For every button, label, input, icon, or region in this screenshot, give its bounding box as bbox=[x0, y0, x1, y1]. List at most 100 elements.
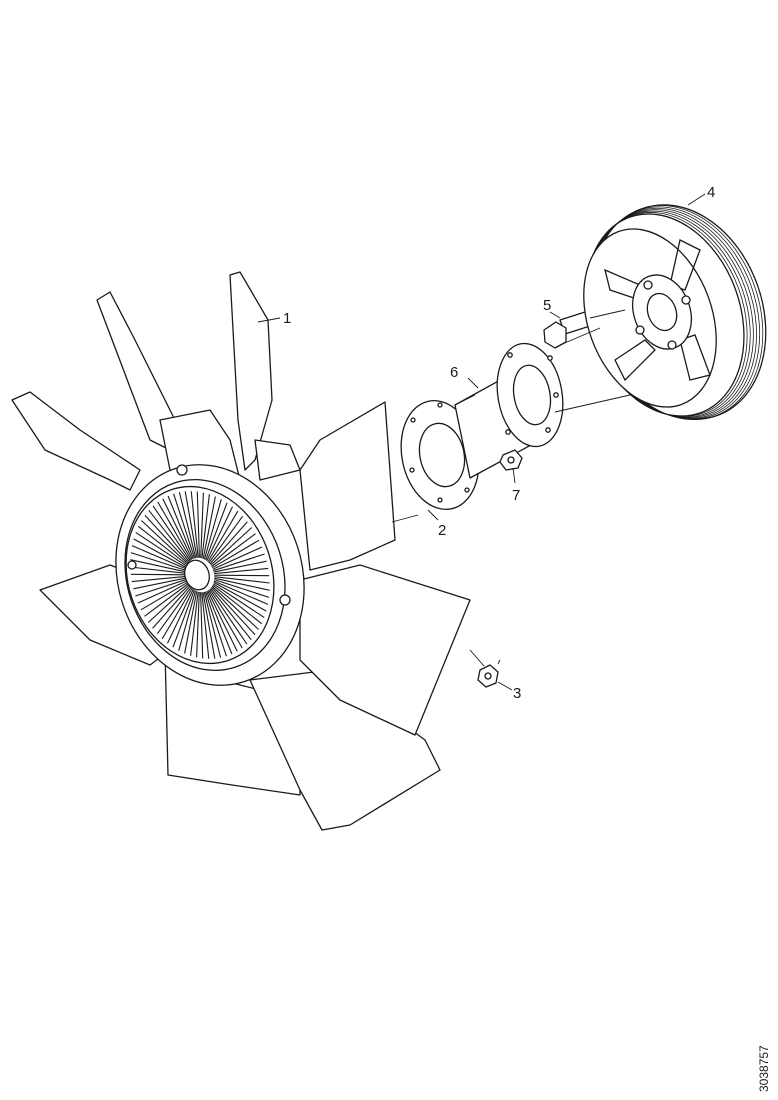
fan-bracket bbox=[254, 439, 301, 481]
clutch-fin bbox=[213, 553, 265, 572]
fan-assembly bbox=[11, 271, 471, 831]
clutch-fin bbox=[208, 515, 244, 564]
clutch-fin bbox=[213, 581, 267, 612]
clutch-fin bbox=[137, 525, 188, 566]
clutch-fin bbox=[201, 592, 210, 659]
clutch-fin bbox=[137, 580, 188, 604]
clutch-fin bbox=[196, 491, 200, 558]
clutch-fin bbox=[204, 591, 227, 657]
clutch-fin bbox=[208, 589, 243, 649]
hub-bolt-hole bbox=[176, 464, 188, 476]
callout-5: 5 bbox=[543, 297, 551, 314]
clutch-fin bbox=[144, 514, 190, 564]
fan-blade bbox=[11, 391, 141, 491]
fan-blade bbox=[299, 401, 396, 571]
clutch-fin bbox=[161, 587, 193, 640]
clutch-fin bbox=[172, 589, 195, 648]
bolt bbox=[543, 311, 591, 349]
clutch-fin bbox=[130, 566, 186, 574]
clutch-fin bbox=[206, 591, 233, 655]
clutch-fin bbox=[212, 583, 265, 619]
clutch-fin bbox=[200, 492, 204, 559]
clutch-fin bbox=[211, 533, 256, 567]
clutch-fin bbox=[196, 591, 200, 658]
clutch-fin bbox=[147, 584, 190, 623]
clutch-fin bbox=[152, 585, 191, 629]
nut bbox=[499, 449, 523, 471]
hub-bolt-hole bbox=[279, 594, 291, 606]
clutch-fin bbox=[157, 501, 192, 561]
clutch-fin bbox=[130, 552, 186, 571]
callout-1: 1 bbox=[283, 310, 291, 327]
clutch-fin bbox=[202, 496, 216, 559]
assembly-lines bbox=[391, 309, 631, 667]
fan-blade bbox=[229, 271, 273, 471]
clutch-fin bbox=[210, 527, 253, 566]
clutch-fin bbox=[178, 590, 197, 651]
clutch-fin bbox=[131, 575, 186, 583]
clutch-fin bbox=[152, 505, 191, 562]
clutch-fin bbox=[130, 559, 186, 573]
clutch-fins bbox=[130, 491, 270, 659]
clutch-fin bbox=[156, 586, 192, 635]
reference-code: 3038757 bbox=[757, 1045, 771, 1092]
leader-lines bbox=[257, 193, 706, 691]
clutch-fin bbox=[210, 586, 256, 636]
clutch-fin bbox=[214, 576, 270, 584]
clutch-fin bbox=[214, 577, 270, 591]
clutch-fin bbox=[203, 591, 222, 658]
clutch-fin bbox=[205, 502, 228, 561]
clutch-fin bbox=[190, 491, 199, 558]
fan-hub-ring-inner bbox=[124, 479, 286, 671]
clutch-fin bbox=[148, 509, 190, 563]
clutch-fin bbox=[184, 491, 198, 558]
clutch-fin bbox=[214, 567, 269, 575]
clutch-fin bbox=[206, 506, 233, 562]
lock-nut bbox=[477, 664, 499, 688]
clutch-fin bbox=[211, 539, 260, 569]
clutch-fin bbox=[184, 591, 198, 654]
clutch-fin bbox=[162, 498, 193, 560]
clutch-fin bbox=[178, 492, 197, 559]
clutch-fin bbox=[131, 545, 187, 570]
callout-labels: 1 2 3 4 5 6 7 bbox=[283, 184, 715, 702]
callout-4: 4 bbox=[707, 184, 715, 201]
clutch-fin bbox=[133, 577, 187, 590]
clutch-fin bbox=[144, 583, 189, 617]
clutch-fin bbox=[173, 493, 196, 559]
clutch-fin bbox=[214, 574, 270, 577]
clutch-center bbox=[184, 559, 210, 591]
clutch-fin bbox=[209, 588, 248, 645]
clutch-fin bbox=[207, 590, 238, 652]
callout-2: 2 bbox=[438, 522, 446, 539]
clutch-fin bbox=[209, 521, 248, 565]
clutch-fin bbox=[210, 587, 252, 641]
clutch-fin bbox=[140, 581, 189, 611]
clutch-fin bbox=[212, 584, 263, 625]
clutch-fin bbox=[203, 499, 222, 560]
clutch-fin bbox=[214, 579, 270, 598]
clutch-fin bbox=[207, 510, 239, 563]
clutch-fin bbox=[130, 573, 186, 576]
hub-bolt-hole bbox=[127, 560, 137, 570]
clutch-fin bbox=[201, 494, 210, 559]
clutch-fin bbox=[200, 592, 204, 659]
clutch-fin bbox=[212, 546, 263, 570]
clutch-fin bbox=[190, 591, 199, 656]
callout-7: 7 bbox=[512, 487, 520, 504]
pulley bbox=[583, 204, 767, 421]
clutch-fin bbox=[167, 495, 194, 559]
clutch-fin bbox=[133, 538, 187, 569]
callout-6: 6 bbox=[450, 364, 458, 381]
hub-shaft bbox=[454, 342, 564, 479]
clutch-fin bbox=[167, 588, 194, 644]
clutch-fin bbox=[135, 531, 188, 567]
clutch-fin bbox=[135, 578, 187, 597]
clutch-fin bbox=[202, 592, 216, 659]
clutch-fin bbox=[213, 580, 269, 605]
fan-blade bbox=[299, 564, 471, 736]
clutch-fin bbox=[213, 560, 267, 573]
clutch-fin bbox=[211, 585, 259, 630]
clutch-fin bbox=[141, 520, 189, 565]
